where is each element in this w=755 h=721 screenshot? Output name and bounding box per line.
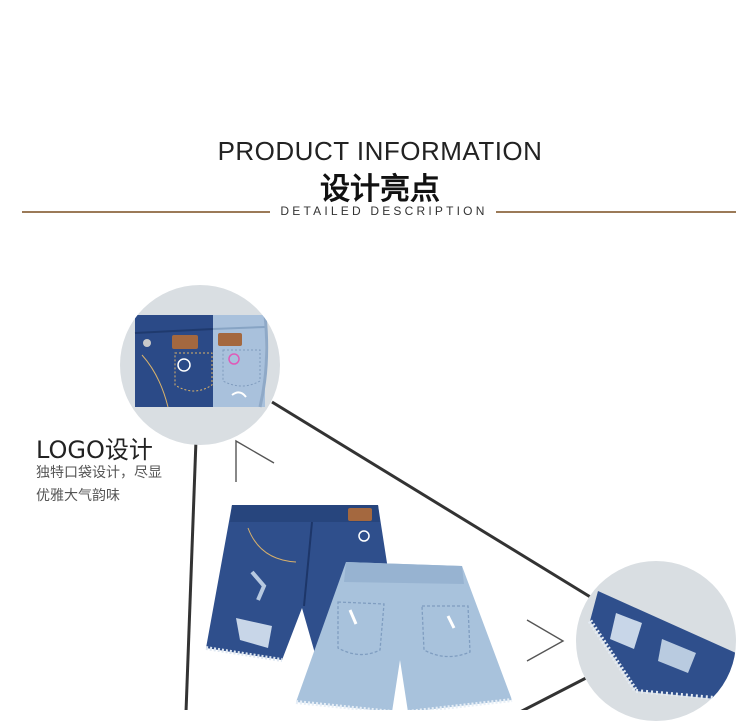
chevron-right-icon <box>526 619 565 662</box>
frayed-hem-closeup-image <box>587 591 736 701</box>
logo-detail-circle <box>120 285 280 445</box>
divider-right <box>496 211 736 213</box>
feature-description: 独特口袋设计，尽显 优雅大气韵味 <box>36 462 186 508</box>
bottom-connector-line <box>520 676 587 710</box>
divider-left <box>22 211 270 213</box>
light-denim-shorts <box>295 562 513 710</box>
left-connector-line <box>184 439 198 710</box>
arrow-chevron-icon <box>235 439 275 482</box>
section-title-cn: 设计亮点 <box>320 172 440 207</box>
feature-title: LOGO设计 <box>36 436 153 464</box>
section-title-en: PRODUCT INFORMATION <box>217 136 543 166</box>
hem-detail-circle <box>576 561 736 721</box>
section-subtitle: DETAILED DESCRIPTION <box>280 204 488 218</box>
feature-desc-line-1: 独特口袋设计，尽显 <box>36 465 162 481</box>
pocket-closeup-image <box>134 314 269 408</box>
feature-desc-line-2: 优雅大气韵味 <box>36 488 120 504</box>
diagonal-connector-line <box>271 400 593 600</box>
